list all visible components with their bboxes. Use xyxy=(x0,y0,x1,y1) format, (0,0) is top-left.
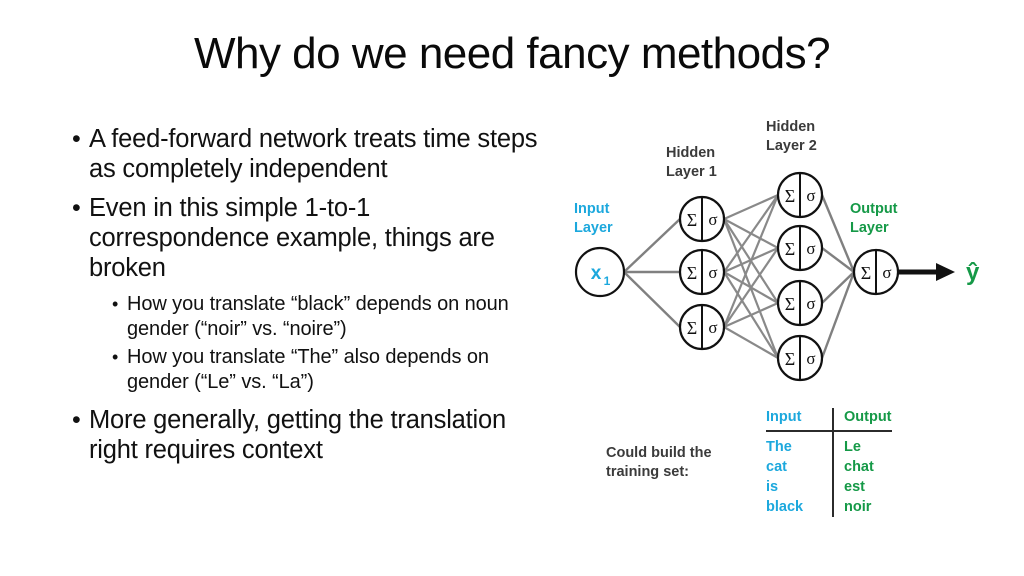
page-title: Why do we need fancy methods? xyxy=(193,29,831,78)
column-header-input: Input xyxy=(766,408,833,432)
output-arrow-icon xyxy=(899,263,955,281)
neuron: Σ σ xyxy=(776,224,824,272)
sigma-symbol: σ xyxy=(708,318,717,337)
training-set-block: Could build the training set: Input Outp… xyxy=(606,400,1006,540)
hidden1-neurons: Σ σ Σ σ Σ σ xyxy=(678,195,726,351)
bullet-item: • More generally, getting the translatio… xyxy=(72,405,552,465)
sub-bullet-text: How you translate “The” also depends on … xyxy=(127,346,489,393)
cell-output: Le xyxy=(832,431,892,457)
cell-output: noir xyxy=(832,497,892,517)
bullet-text: Even in this simple 1-to-1 correspondenc… xyxy=(89,194,495,282)
cell-output: chat xyxy=(832,457,892,477)
training-set-caption: Could build the training set: xyxy=(606,445,712,480)
column-header-output: Output xyxy=(832,408,892,432)
input-node: x 1 xyxy=(574,246,626,298)
output-neuron: Σ σ xyxy=(852,248,900,296)
sigma-symbol: σ xyxy=(806,294,815,313)
bullet-marker: • xyxy=(72,194,81,222)
bullet-item: • A feed-forward network treats time ste… xyxy=(72,124,552,184)
edges-input-to-hidden1 xyxy=(623,218,681,328)
sum-symbol: Σ xyxy=(687,318,697,338)
sub-bullet-text: How you translate “black” depends on nou… xyxy=(127,293,509,340)
sigma-symbol: σ xyxy=(806,349,815,368)
cell-input: cat xyxy=(766,459,787,475)
sum-symbol: Σ xyxy=(861,263,871,283)
sum-symbol: Σ xyxy=(785,349,795,369)
sub-bullet-item: • How you translate “black” depends on n… xyxy=(112,292,552,342)
cell-input: The xyxy=(766,439,792,455)
sub-bullet-item: • How you translate “The” also depends o… xyxy=(112,345,552,395)
cell-input: black xyxy=(766,499,804,515)
edges-hidden2-to-output xyxy=(820,194,856,359)
bullet-marker: • xyxy=(112,294,119,314)
neuron: Σ σ xyxy=(678,195,726,243)
sub-bullet-list: • How you translate “black” depends on n… xyxy=(112,292,552,395)
bullet-text: More generally, getting the translation … xyxy=(89,406,506,464)
bullet-marker: • xyxy=(72,125,81,153)
training-set-table: Input Output The Le cat chat is xyxy=(766,408,916,517)
sum-symbol: Σ xyxy=(785,294,795,314)
output-yhat-symbol: ŷ xyxy=(966,259,980,286)
table-row: cat chat xyxy=(766,457,892,477)
table-row: The Le xyxy=(766,431,892,457)
output-layer-label: Output Layer xyxy=(850,201,898,236)
sigma-symbol: σ xyxy=(708,210,717,229)
sigma-symbol: σ xyxy=(806,239,815,258)
neuron: Σ σ xyxy=(776,171,824,219)
input-node-label: x xyxy=(591,263,602,284)
neuron: Σ σ xyxy=(776,334,824,382)
bullet-item: • Even in this simple 1-to-1 corresponde… xyxy=(72,193,552,283)
table-row: black noir xyxy=(766,497,892,517)
hidden-layer-2-label: Hidden Layer 2 xyxy=(766,119,817,154)
sum-symbol: Σ xyxy=(687,210,697,230)
table-header-row: Input Output xyxy=(766,408,892,432)
hidden-layer-1-label: Hidden Layer 1 xyxy=(666,145,717,180)
neuron: Σ σ xyxy=(678,303,726,351)
neural-network-diagram: x 1 Σ σ Σ σ xyxy=(548,108,1016,398)
table-row: is est xyxy=(766,477,892,497)
sigma-symbol: σ xyxy=(806,186,815,205)
hidden2-neurons: Σ σ Σ σ Σ σ Σ xyxy=(776,171,824,382)
sum-symbol: Σ xyxy=(785,186,795,206)
bullet-text: A feed-forward network treats time steps… xyxy=(89,125,538,183)
input-layer-label: Input Layer xyxy=(574,201,613,236)
neuron: Σ σ xyxy=(776,279,824,327)
sigma-symbol: σ xyxy=(708,263,717,282)
cell-input: is xyxy=(766,479,779,495)
cell-output: est xyxy=(832,477,892,497)
sigma-symbol: σ xyxy=(882,263,891,282)
bullet-marker: • xyxy=(72,406,81,434)
input-node-subscript: 1 xyxy=(604,274,611,288)
sum-symbol: Σ xyxy=(785,239,795,259)
bullet-marker: • xyxy=(112,347,119,367)
neuron: Σ σ xyxy=(678,248,726,296)
bullet-list: • A feed-forward network treats time ste… xyxy=(72,124,552,474)
sum-symbol: Σ xyxy=(687,263,697,283)
edges-hidden1-to-hidden2 xyxy=(722,193,780,359)
network-graph-svg: x 1 Σ σ Σ σ xyxy=(574,171,980,382)
